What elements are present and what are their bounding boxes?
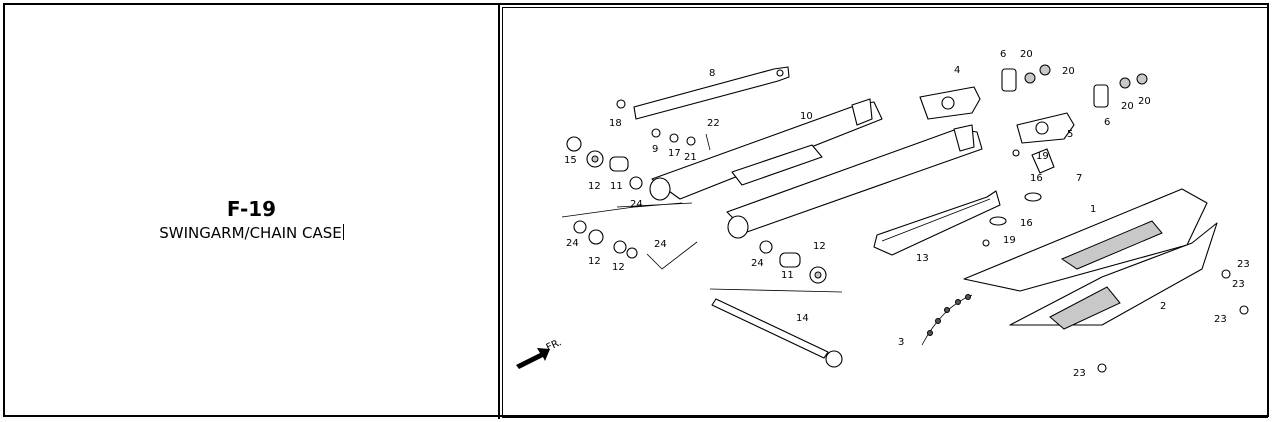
callout: 20 [1020,49,1033,60]
caption-panel: F-19 SWINGARM/CHAIN CASE [5,5,498,417]
callout: 8 [709,68,715,79]
callout: 5 [1067,129,1073,140]
figure-title: SWINGARM/CHAIN CASE [159,224,342,242]
callout: 11 [610,181,623,192]
page-frame [3,3,1269,417]
guide-lines [561,202,843,293]
exploded-parts-diagram: FR. 1 2 3 4 5 6 6 7 8 9 10 11 11 12 12 1… [516,49,1250,379]
callout: 20 [1121,101,1134,112]
callout: 24 [630,199,643,210]
diagram-frame [502,7,1268,418]
swingarm-part [649,98,983,239]
callout: 18 [609,118,622,129]
callout: 12 [612,262,625,273]
callout: 12 [813,241,826,252]
callout: 20 [1062,66,1075,77]
callout: 17 [668,148,681,159]
callout: 20 [1138,96,1151,107]
callout: 23 [1214,314,1227,325]
callout: 3 [898,337,904,348]
text-cursor [342,224,344,240]
column-divider [498,3,500,419]
callout: 2 [1160,301,1166,312]
callout: 23 [1237,259,1250,270]
callout: 9 [652,144,658,155]
figure-code: F-19 [226,197,277,221]
callout: 16 [1020,218,1033,229]
callout: 11 [781,270,794,281]
callout: 12 [588,256,601,267]
callout: 24 [654,239,667,250]
chain-slider-part [873,190,1001,256]
callout-labels: 1 2 3 4 5 6 6 7 8 9 10 11 11 12 12 12 12… [564,49,1250,379]
figure-title-row: SWINGARM/CHAIN CASE [5,224,498,242]
callout: 7 [1076,173,1082,184]
callout: 23 [1073,368,1086,379]
callout: 21 [684,152,697,163]
callout: 12 [588,181,601,192]
callout: 6 [1000,49,1006,60]
chain-adjuster-parts [919,64,1148,144]
callout: 4 [954,65,960,76]
callout: 24 [566,238,579,249]
callout: 13 [916,253,929,264]
drive-chain-part [921,294,973,346]
callout: 24 [751,258,764,269]
callout: 15 [564,155,577,166]
callout: 1 [1090,204,1096,215]
stay-bar-part [633,66,790,120]
callout: 14 [796,313,809,324]
callout: 10 [800,111,813,122]
direction-label: FR. [545,337,564,354]
callout: 19 [1003,235,1016,246]
callout: 16 [1030,173,1043,184]
chain-case-part [963,188,1218,330]
bushing-and-collar-parts [566,99,1249,373]
callout: 6 [1104,117,1110,128]
front-direction-indicator: FR. [516,337,563,369]
callout: 23 [1232,279,1245,290]
pivot-bolt-part [711,298,843,368]
callout: 19 [1036,151,1049,162]
callout: 22 [707,118,720,129]
